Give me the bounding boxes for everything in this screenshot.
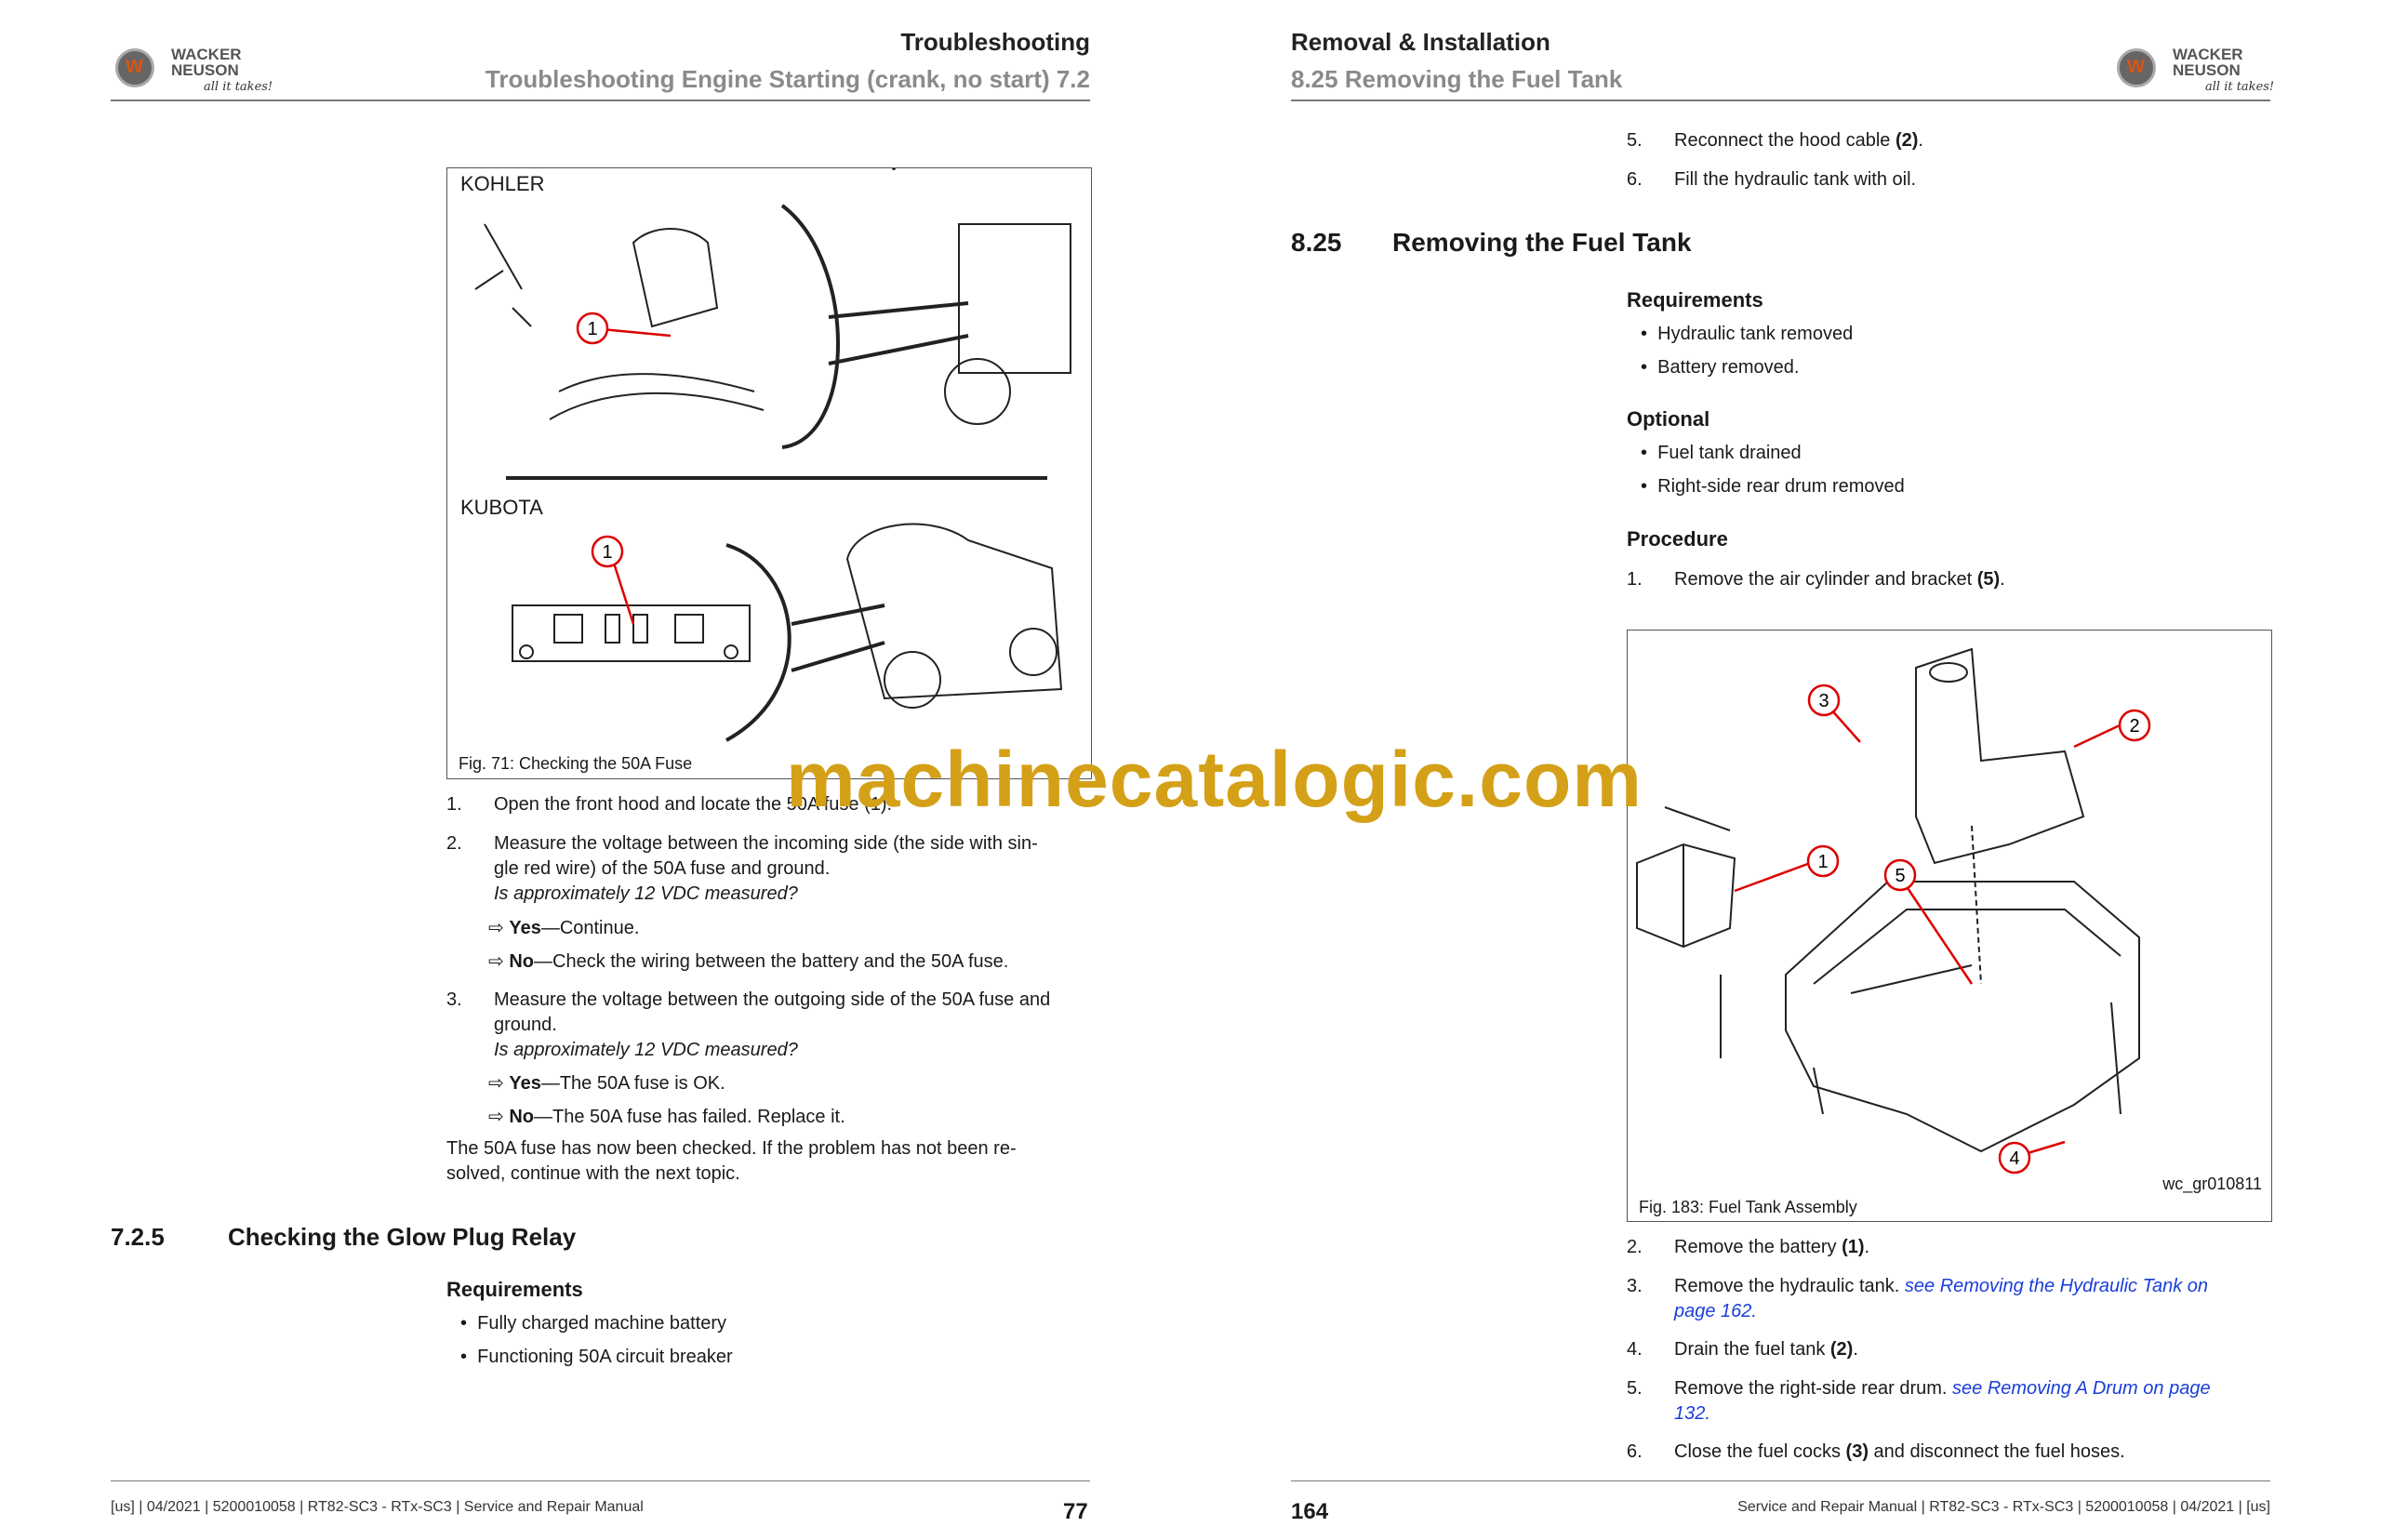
svg-text:2: 2	[2129, 716, 2139, 737]
optional-item: • Right-side rear drum removed	[1641, 476, 1905, 497]
step-3: 3.Remove the hydraulic tank. see Removin…	[1627, 1276, 2209, 1321]
header-subtitle: Troubleshooting Engine Starting (crank, …	[485, 65, 1090, 93]
page-number: 164	[1291, 1499, 1329, 1524]
footer-rule	[1291, 1480, 2270, 1481]
page-number: 77	[1063, 1499, 1088, 1524]
header-rule	[111, 100, 1090, 101]
header-subtitle: 8.25 Removing the Fuel Tank	[1291, 65, 1623, 93]
svg-text:1: 1	[1817, 852, 1828, 872]
optional-item: • Fuel tank drained	[1641, 443, 1802, 463]
link-removing-hydraulic-tank[interactable]: see Removing the Hydraulic Tank on	[1904, 1276, 2209, 1296]
step-2: 2. Measure the voltage between the incom…	[446, 833, 1038, 904]
requirement-item: • Functioning 50A circuit breaker	[460, 1347, 733, 1367]
step-3: 3. Measure the voltage between the outgo…	[446, 989, 1051, 1060]
optional-heading: Optional	[1627, 407, 1710, 431]
step-5: 5.Remove the right-side rear drum. see R…	[1627, 1378, 2211, 1424]
link-removing-drum[interactable]: see Removing A Drum on page	[1952, 1378, 2211, 1399]
result-no: ⇨ No—Check the wiring between the batter…	[488, 951, 1009, 972]
header-rule	[1291, 100, 2270, 101]
figure-label-kohler: KOHLER	[460, 172, 545, 195]
requirement-item: • Fully charged machine battery	[460, 1313, 727, 1334]
figure-caption: Fig. 183: Fuel Tank Assembly	[1639, 1198, 1857, 1216]
footer-text: Service and Repair Manual | RT82-SC3 - R…	[1737, 1499, 2270, 1515]
result-no: ⇨ No—The 50A fuse has failed. Replace it…	[488, 1107, 845, 1127]
requirement-item: • Battery removed.	[1641, 357, 1800, 378]
figure-label-kubota: KUBOTA	[460, 496, 543, 519]
section-number: 8.25	[1291, 228, 1342, 257]
svg-text:4: 4	[2009, 1148, 2019, 1169]
header-title: Removal & Installation	[1291, 28, 1550, 56]
svg-text:5: 5	[1895, 866, 1905, 886]
svg-text:1: 1	[602, 542, 612, 563]
footer-rule	[111, 1480, 1090, 1481]
figure-fuel-tank: 1 2 3 4 5 wc_gr010811 Fig. 183: Fuel Tan…	[1627, 630, 2272, 1222]
callout-1: 1	[587, 319, 597, 339]
fuse-illustration: 1 1	[474, 168, 1071, 742]
result-yes: ⇨ Yes—The 50A fuse is OK.	[488, 1073, 725, 1094]
requirement-item: • Hydraulic tank removed	[1641, 324, 1854, 344]
svg-text:3: 3	[1818, 691, 1829, 711]
watermark: machinecatalogic.com	[786, 736, 1643, 823]
figure-50a-fuse: KOHLER KUBOTA 1 1 Fig. 71: Checking the …	[446, 167, 1092, 779]
procedure-heading: Procedure	[1627, 527, 1728, 551]
footer-text: [us] | 04/2021 | 5200010058 | RT82-SC3 -…	[111, 1499, 644, 1515]
figure-code: wc_gr010811	[2162, 1175, 2262, 1193]
requirements-heading: Requirements	[446, 1278, 583, 1301]
conclusion-text: The 50A fuse has now been checked. If th…	[446, 1138, 1017, 1184]
result-yes: ⇨ Yes—Continue.	[488, 918, 640, 938]
header-title: Troubleshooting	[900, 28, 1090, 56]
figure-caption: Fig. 71: Checking the 50A Fuse	[459, 754, 693, 773]
section-title: Checking the Glow Plug Relay	[228, 1223, 577, 1251]
fuel-tank-illustration: 1 2 3 4 5	[1636, 647, 2151, 1175]
section-title: Removing the Fuel Tank	[1392, 228, 1692, 257]
requirements-heading: Requirements	[1627, 288, 1763, 312]
section-number: 7.2.5	[111, 1223, 165, 1251]
